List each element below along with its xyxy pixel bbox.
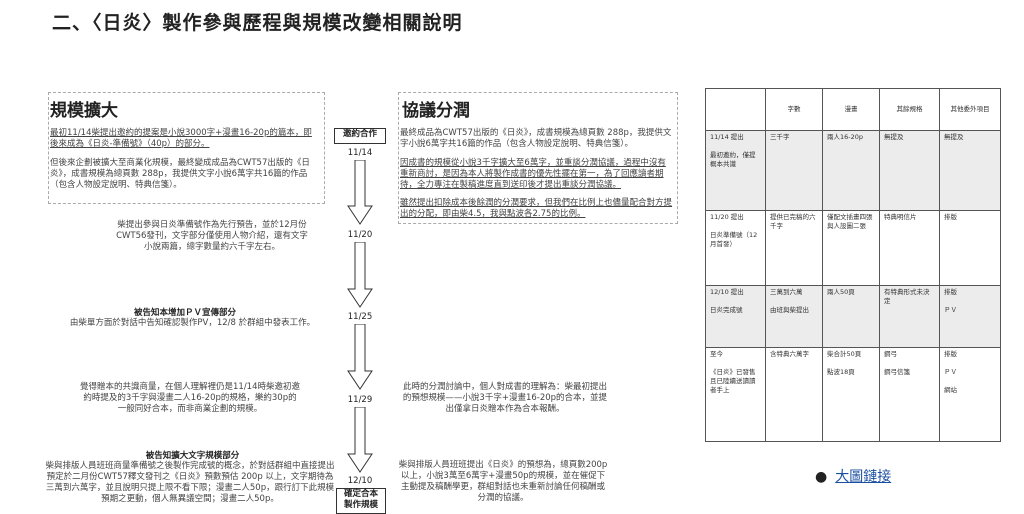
left-panel-heading: 規模擴大 xyxy=(50,101,118,121)
page-title: 二、〈日炎〉製作參與歷程與規模改變相關說明 xyxy=(52,12,463,34)
timeline-box-confirm: 確定合本 製作規模 xyxy=(336,488,386,514)
right-para-1: 最終成品為CWT57出版的《日炎》，成書規模為總頁數 288p，我提供文字小說6… xyxy=(400,128,672,149)
right-panel-frame xyxy=(398,92,678,224)
timeline-arrow-4 xyxy=(347,407,373,473)
table-row: 11/14 提出 最初邀約，僅提概本共識 三千字 兩人16-20p 無提及 無提… xyxy=(705,130,1001,211)
table-header-cell: 其他委外項目 xyxy=(939,88,1001,131)
table-header-cell: 字數 xyxy=(765,88,823,131)
table-cell: 僅配文插畫四張與人設圖二張 xyxy=(822,210,880,286)
left-para-5: 覺得贈本的共識商量，在個人理解裡仍是11/14時柴邀初邀約時提及的3千字與漫畫二… xyxy=(80,382,300,414)
left-panel-frame xyxy=(48,92,325,204)
table-cell: 無提及 xyxy=(939,130,1001,211)
right-panel-heading: 協議分潤 xyxy=(402,101,470,121)
table-header-cell: 其餘規格 xyxy=(879,88,940,131)
timeline-arrow-1 xyxy=(347,160,373,225)
table-cell: 特典明信片 xyxy=(879,210,940,286)
bullet-icon: ● xyxy=(815,469,828,485)
table-cell: 兩人50頁 xyxy=(822,285,880,348)
table-header-cell: 漫畫 xyxy=(822,88,880,131)
timeline-box-invite: 邀約合作 xyxy=(334,128,386,144)
table-cell: 11/14 提出 最初邀約，僅提概本共識 xyxy=(705,130,766,211)
table-cell: 三萬到六萬 由班與柴提出 xyxy=(765,285,823,348)
right-para-5: 柴與排版人員班班提出《日炎》的預想為，總頁數200p 以上，小說3萬至6萬字+漫… xyxy=(398,460,608,503)
table-cell: 三千字 xyxy=(765,130,823,211)
right-para-2: 因成書的規模從小說3千字擴大至6萬字，並重談分潤協議，過程中沒有重新商討，是因為… xyxy=(400,158,666,190)
left-para-1: 最初11/14柴提出邀約的提案是小說3000字+漫畫16-20p的篇本，即後來成… xyxy=(50,128,312,149)
left-para-6-title: 被告知擴大文字規模部分 xyxy=(145,451,240,461)
table-cell: 鋼弓 鋼弓信箋 xyxy=(879,347,940,442)
left-para-4-title: 被告知本增加ＰＶ宣傳部分 xyxy=(133,308,236,318)
left-para-2: 但後來企劃被擴大至商業化規模，最終變成成品為CWT57出版的《日炎》，成書規模為… xyxy=(50,158,310,190)
timeline-arrow-2 xyxy=(347,242,373,308)
table-row: 11/20 提出 日炎準備號（12月首發） 提供已完稿的六千字 僅配文插畫四張與… xyxy=(705,210,1001,286)
timeline-arrow-3 xyxy=(347,324,373,390)
table-cell: 排版 ＰＶ 網站 xyxy=(939,347,1001,442)
right-para-4: 此時的分潤討論中，個人對成書的理解為：柴最初提出的預想規模——小說3千字+漫畫1… xyxy=(402,382,608,414)
large-image-link[interactable]: 大圖鏈接 xyxy=(835,469,892,485)
timeline-date-5: 12/10 xyxy=(347,476,373,486)
table-row: 至今 《日炎》已發售且已陸續送讀讀者手上 含特典六萬字 柴合計50頁 點波18頁… xyxy=(705,347,1001,442)
table-cell: 有特典形式未決定 xyxy=(879,285,940,348)
left-para-3: 柴提出參與日炎準備號作為先行預告，並於12月份CWT56發刊，文字部分僅使用人物… xyxy=(116,220,308,252)
table-cell: 兩人16-20p xyxy=(822,130,880,211)
timeline-date-1: 11/14 xyxy=(347,148,373,158)
table-cell: 含特典六萬字 xyxy=(765,347,823,442)
table-cell: 排版 xyxy=(939,210,1001,286)
scale-comparison-table: 字數 漫畫 其餘規格 其他委外項目 11/14 提出 最初邀約，僅提概本共識 三… xyxy=(705,88,1001,442)
table-cell: 柴合計50頁 點波18頁 xyxy=(822,347,880,442)
left-para-6: 柴與排版人員班班商量準備號之後製作完成號的概念，於對話群組中直接提出預定於二月份… xyxy=(45,461,335,504)
table-header-cell xyxy=(705,88,766,131)
table-cell: 排版 ＰＶ xyxy=(939,285,1001,348)
left-para-4: 由柴單方面於對話中告知確認製作PV，12/8 於群組中發表工作。 xyxy=(69,318,316,328)
large-image-link-item: ● 大圖鏈接 xyxy=(815,466,891,486)
table-cell: 提供已完稿的六千字 xyxy=(765,210,823,286)
table-cell: 12/10 提出 日炎完成號 xyxy=(705,285,766,348)
table-row: 12/10 提出 日炎完成號 三萬到六萬 由班與柴提出 兩人50頁 有特典形式未… xyxy=(705,285,1001,348)
timeline-date-3: 11/25 xyxy=(347,312,373,322)
right-para-3: 雖然提出扣除成本後餘潤的分潤要求，但我們在比例上也儘量配合對方提出的分配，即由柴… xyxy=(400,198,673,219)
table-cell: 11/20 提出 日炎準備號（12月首發） xyxy=(705,210,766,286)
table-cell: 無提及 xyxy=(879,130,940,211)
table-cell: 至今 《日炎》已發售且已陸續送讀讀者手上 xyxy=(705,347,766,442)
timeline-date-4: 11/29 xyxy=(347,395,373,405)
timeline-date-2: 11/20 xyxy=(347,230,373,240)
